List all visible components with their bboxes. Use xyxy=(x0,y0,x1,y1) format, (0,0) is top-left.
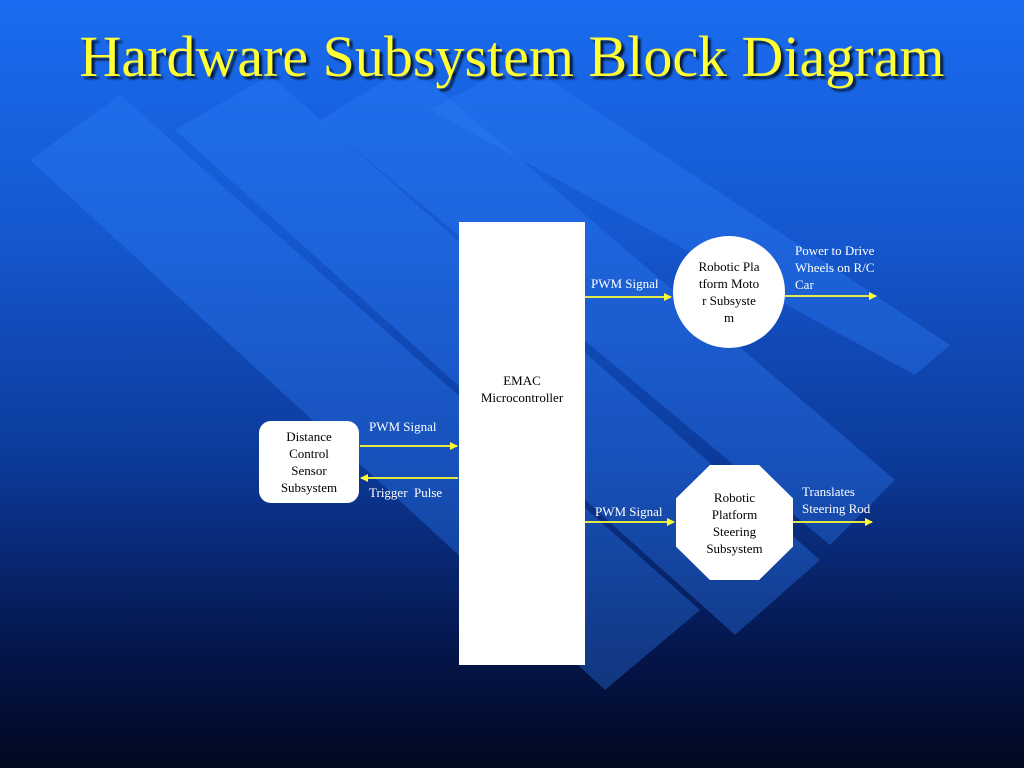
steering-pwm-label: PWM Signal xyxy=(595,504,663,519)
motor-label: Robotic Platform Motor Subsyste m xyxy=(698,259,760,325)
emac-microcontroller-block: EMAC Microcontroller xyxy=(459,222,585,665)
sensor-label: Distance Control Sensor Subsystem xyxy=(280,429,338,495)
motor-output-label: Power to Drive Wheels on R/C Car xyxy=(795,243,875,292)
sensor-pwm-label: PWM Signal xyxy=(369,419,437,434)
distance-sensor-block: Distance Control Sensor Subsystem xyxy=(259,421,359,503)
motor-subsystem-block: Robotic Platform Motor Subsyste m xyxy=(673,236,785,348)
trigger-pulse-label: Trigger Pulse xyxy=(369,485,443,500)
background-stripe xyxy=(320,65,895,545)
emac-label: EMAC Microcontroller xyxy=(480,372,564,405)
steering-label: Robotic Platform Steering Subsystem xyxy=(706,489,763,556)
steering-subsystem-block: Robotic Platform Steering Subsystem xyxy=(676,465,793,580)
steering-output-label: Translates Steering Rod xyxy=(802,484,871,516)
motor-pwm-label: PWM Signal xyxy=(591,276,659,291)
slide-title: Hardware Subsystem Block Diagram xyxy=(79,24,945,89)
